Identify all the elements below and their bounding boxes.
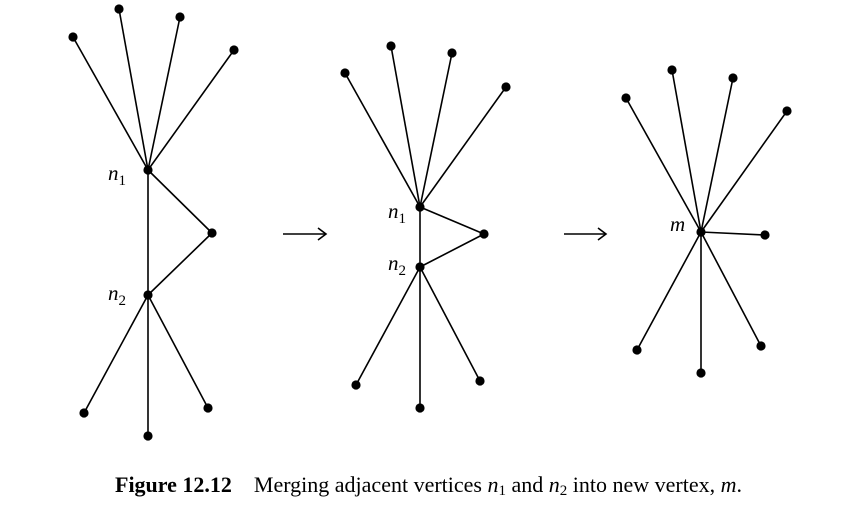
- adjacent-vertex-b3: [475, 376, 485, 386]
- before-vertex-b2: [143, 431, 153, 441]
- before-label-n1: n1: [108, 161, 126, 189]
- arrows-layer: [283, 227, 608, 241]
- before-edge-n1-r: [147, 169, 213, 234]
- before-edge-n2-b1: [83, 294, 149, 414]
- adjacent-label-n2: n2: [388, 251, 406, 279]
- before-vertex-b1: [79, 408, 89, 418]
- arrow-2-right-arrow-icon: [564, 227, 608, 241]
- merged-label-m: m: [670, 212, 685, 236]
- adjacent-vertex-a1: [340, 68, 350, 78]
- before-edge-n1-a3: [147, 16, 181, 171]
- adjacent-vertex-n1: [415, 202, 425, 212]
- merged-edge-m-a1: [625, 97, 702, 233]
- merged-vertex-a1: [621, 93, 631, 103]
- adjacent-edge-n2-b1: [355, 266, 421, 386]
- merged-vertex-a3: [728, 73, 738, 83]
- merged-vertex-b2: [696, 368, 706, 378]
- merged-vertex-r: [760, 230, 770, 240]
- merged-vertex-m: [696, 227, 706, 237]
- before-edge-n1-a1: [72, 36, 149, 171]
- adjacent-edge-n1-a4: [419, 86, 507, 208]
- before-vertex-a1: [68, 32, 78, 42]
- merged-edge-m-b3: [700, 231, 762, 347]
- caption-sub-2: 2: [559, 483, 568, 499]
- caption-var-n1: n: [487, 472, 499, 497]
- caption-var-m: m: [720, 472, 737, 497]
- adjacent-edge-n2-b3: [419, 266, 481, 382]
- adjacent-vertex-n2: [415, 262, 425, 272]
- before-label-n2: n2: [108, 281, 126, 309]
- adjacent-edge-n1-a3: [419, 52, 453, 208]
- vertices-layer: [68, 4, 792, 441]
- caption-text-4: .: [736, 472, 743, 497]
- merged-vertex-a2: [667, 65, 677, 75]
- adjacent-vertex-r: [479, 229, 489, 239]
- merged-vertex-b1: [632, 345, 642, 355]
- before-vertex-n1: [143, 165, 153, 175]
- adjacent-vertex-a4: [501, 82, 511, 92]
- before-vertex-a2: [114, 4, 124, 14]
- caption-text-3: into new vertex,: [567, 472, 721, 497]
- merged-edge-m-a4: [700, 110, 788, 233]
- before-vertex-b3: [203, 403, 213, 413]
- before-vertex-n2: [143, 290, 153, 300]
- before-edge-n2-b3: [147, 294, 209, 409]
- adjacent-vertex-a2: [386, 41, 396, 51]
- merged-edge-m-a3: [700, 77, 734, 233]
- merged-vertex-b3: [756, 341, 766, 351]
- figure-number: Figure 12.12: [115, 472, 232, 497]
- adjacent-vertex-a3: [447, 48, 457, 58]
- merged-edge-m-r: [700, 231, 766, 236]
- before-edge-n1-a4: [147, 49, 235, 171]
- adjacent-edge-n1-a1: [344, 72, 421, 208]
- adjacent-edge-n2-r: [419, 233, 485, 268]
- arrow-1-right-arrow-icon: [283, 227, 328, 241]
- edges-layer: [72, 8, 788, 436]
- before-edge-n1-a2: [118, 8, 149, 171]
- merged-edge-m-a2: [671, 69, 702, 233]
- merged-vertex-a4: [782, 106, 792, 116]
- caption-text-2: and: [505, 472, 549, 497]
- caption-sub-1: 1: [498, 483, 506, 499]
- adjacent-edge-n1-a2: [390, 45, 421, 208]
- labels-layer: n1 n2 n1 n2 m: [108, 161, 685, 309]
- adjacent-vertex-b2: [415, 403, 425, 413]
- before-vertex-a4: [229, 45, 239, 55]
- caption-text-1: Merging adjacent vertices: [253, 472, 488, 497]
- before-vertex-r: [207, 228, 217, 238]
- caption-var-n2: n: [548, 472, 560, 497]
- adjacent-vertex-b1: [351, 380, 361, 390]
- before-edge-n2-r: [147, 232, 213, 296]
- before-vertex-a3: [175, 12, 185, 22]
- adjacent-edge-n1-r: [419, 206, 485, 235]
- adjacent-label-n1: n1: [388, 199, 406, 227]
- merged-edge-m-b1: [636, 231, 702, 351]
